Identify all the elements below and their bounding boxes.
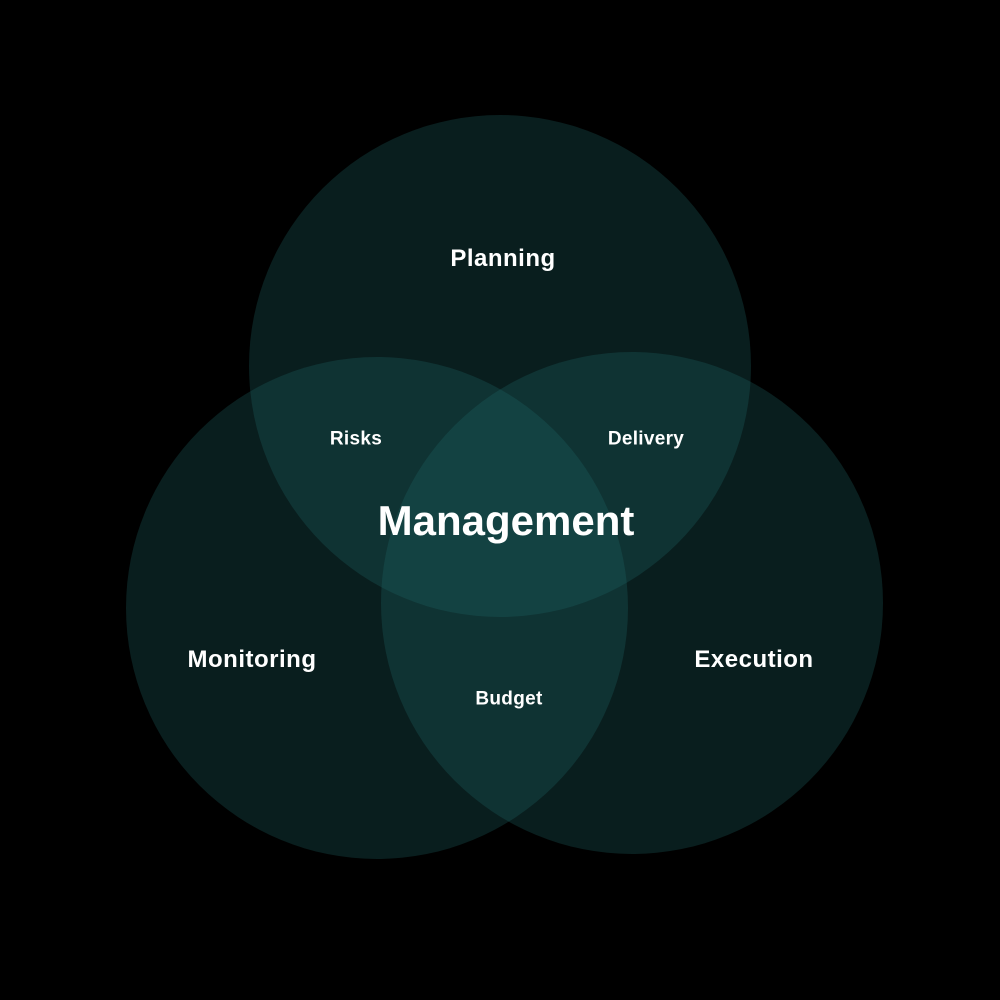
- circle-planning: [249, 115, 751, 617]
- circle-execution: [381, 352, 883, 854]
- label-execution: Execution: [694, 646, 814, 673]
- label-monitoring: Monitoring: [187, 646, 317, 673]
- label-risks: Risks: [329, 428, 383, 450]
- label-management: Management: [377, 497, 635, 544]
- label-planning: Planning: [450, 245, 556, 272]
- label-delivery: Delivery: [607, 428, 685, 450]
- circle-monitoring: [126, 357, 628, 859]
- label-budget: Budget: [475, 688, 543, 710]
